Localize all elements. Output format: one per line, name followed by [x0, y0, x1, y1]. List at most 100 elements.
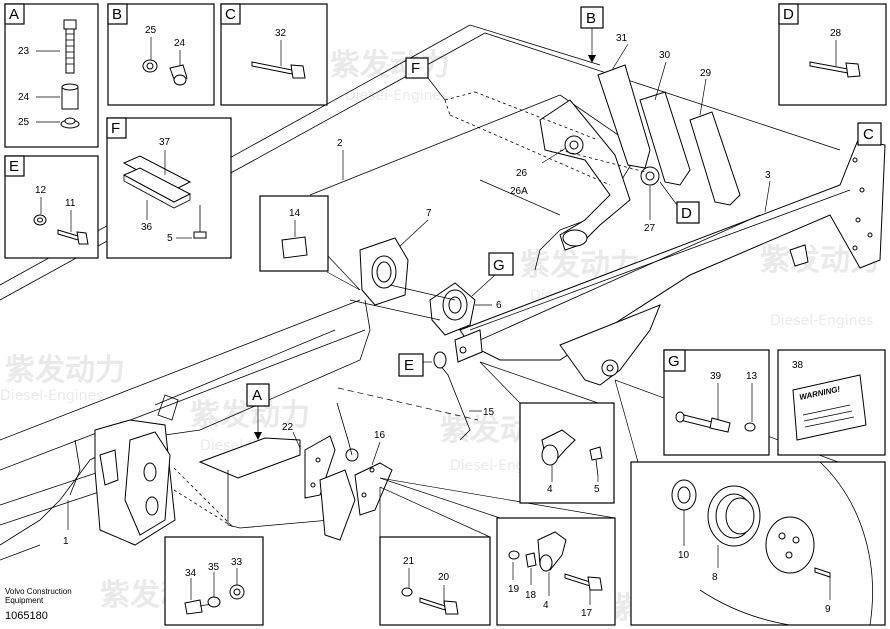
main-frame — [0, 24, 841, 561]
inset-b: B 25 24 — [107, 3, 215, 106]
callout-letter-e: E — [404, 357, 414, 374]
screw-5 — [589, 446, 603, 461]
part-number-label: 24 — [18, 92, 30, 103]
plate-30 — [639, 91, 691, 186]
watermark-sub: Diesel-Engines — [770, 313, 873, 329]
bolt-23 — [63, 19, 77, 30]
inset-letter: A — [9, 6, 19, 23]
part-number-label: 32 — [275, 28, 287, 39]
main-part-labels: 2 31 30 29 3 26 26A 27 7 6 15 22 16 1 — [63, 33, 771, 547]
part-number-label: 37 — [159, 137, 171, 148]
hub-plate — [765, 516, 815, 574]
bushing-assembly — [349, 237, 476, 336]
washer-35 — [207, 596, 221, 608]
part-number-label: 39 — [710, 371, 722, 382]
inset-pin-17-19: 19 18 4 17 — [496, 517, 616, 626]
washer-21 — [401, 587, 413, 597]
part-number-label: 14 — [289, 208, 301, 219]
inset-letter: C — [225, 6, 236, 23]
part-number-label: 8 — [712, 572, 718, 583]
part-number-label: 22 — [282, 422, 294, 433]
part-number-label: 17 — [581, 608, 593, 619]
callout-letter-b: B — [586, 10, 596, 27]
inset-letter: F — [111, 120, 120, 137]
plate-assembly — [444, 64, 741, 251]
arm-end-block — [454, 329, 483, 363]
footer-line2: Equipment — [5, 596, 44, 605]
part-number-label: 10 — [678, 550, 690, 561]
part-number-label: 5 — [167, 233, 173, 244]
part-number-label: 31 — [616, 33, 628, 44]
part-number-label: 4 — [547, 484, 553, 495]
bolt-34 — [184, 599, 203, 615]
inset-g: G 39 13 — [663, 349, 770, 456]
arm-assembly — [454, 139, 886, 386]
inset-d: D 28 — [778, 3, 887, 106]
part-number-label: 20 — [438, 572, 450, 583]
part-number-label: 4 — [543, 600, 549, 611]
part-number-label: 15 — [483, 407, 495, 418]
part-number-label: 35 — [208, 562, 220, 573]
part-number-label: 23 — [18, 46, 30, 57]
footer: Volvo Construction Equipment 1065180 — [5, 587, 72, 622]
watermark-sub: Diesel-Engines — [0, 388, 103, 404]
part-number-label: 24 — [174, 38, 186, 49]
inset-wheel-8-10: 10 8 9 — [630, 461, 886, 626]
callout-letter-a: A — [252, 387, 262, 404]
inset-bolt-33-35: 34 35 33 — [164, 536, 264, 626]
nipple-13 — [744, 422, 756, 432]
inset-warning-38: WARNING! 38 — [777, 349, 886, 456]
inset-pin-4-5: 4 5 — [519, 402, 615, 504]
part-number-label: 25 — [145, 25, 157, 36]
inset-letter: G — [668, 353, 680, 370]
part-number-label: 30 — [659, 50, 671, 61]
main-letter-tags: F B C D G E A — [246, 6, 882, 440]
callout-lines — [173, 254, 839, 538]
part-number-label: 27 — [644, 223, 656, 234]
part-number-label: 5 — [594, 484, 600, 495]
inset-label-14: 14 — [259, 195, 329, 272]
part-number-label: 13 — [746, 371, 758, 382]
part-number-label: 12 — [35, 185, 47, 196]
watermark-brand: 紫发动力 — [5, 353, 125, 388]
decal-14 — [281, 236, 308, 259]
part-number-label: 26A — [510, 186, 528, 197]
part-number-label: 38 — [792, 360, 804, 371]
warning-decal — [792, 374, 867, 441]
part-number-label: 7 — [426, 208, 432, 219]
inset-f: F 37 36 5 — [106, 117, 232, 259]
watermark-brand: 紫发动力 — [330, 48, 450, 83]
part-number-label: 21 — [403, 556, 415, 567]
part-number-label: 25 — [18, 117, 30, 128]
washer-19 — [508, 550, 520, 560]
drawing-id: 1065180 — [5, 610, 48, 622]
part-number-label: 19 — [508, 584, 520, 595]
part-number-label: 34 — [185, 568, 197, 579]
part-number-label: 36 — [141, 222, 153, 233]
part-number-label: 2 — [337, 138, 343, 149]
inset-bolt-20-21: 21 20 — [379, 536, 491, 626]
inset-letter: D — [783, 6, 794, 23]
nut-18 — [525, 552, 537, 568]
inset-e: E 12 11 — [4, 155, 99, 259]
screw-5 — [193, 231, 207, 239]
part-number-label: 16 — [374, 430, 386, 441]
part-number-label: 18 — [525, 590, 537, 601]
inset-letter: E — [9, 158, 19, 175]
footer-line1: Volvo Construction — [5, 587, 72, 596]
inset-letter: B — [112, 6, 122, 23]
part-number-label: 1 — [63, 536, 69, 547]
part-number-label: 29 — [700, 68, 712, 79]
part-number-label: 11 — [65, 198, 76, 209]
part-number-label: 3 — [765, 170, 771, 181]
part-number-label: 26 — [516, 168, 528, 179]
watermark-sub: Diesel-Engines — [345, 88, 448, 104]
callout-letter-g: G — [493, 257, 505, 274]
inset-c: C 32 — [220, 3, 328, 106]
part-number-label: 9 — [825, 604, 831, 615]
part-number-label: 33 — [231, 557, 243, 568]
callout-letter-d: D — [681, 205, 692, 222]
part-number-label: 28 — [830, 28, 842, 39]
part-number-label: 6 — [496, 300, 502, 311]
